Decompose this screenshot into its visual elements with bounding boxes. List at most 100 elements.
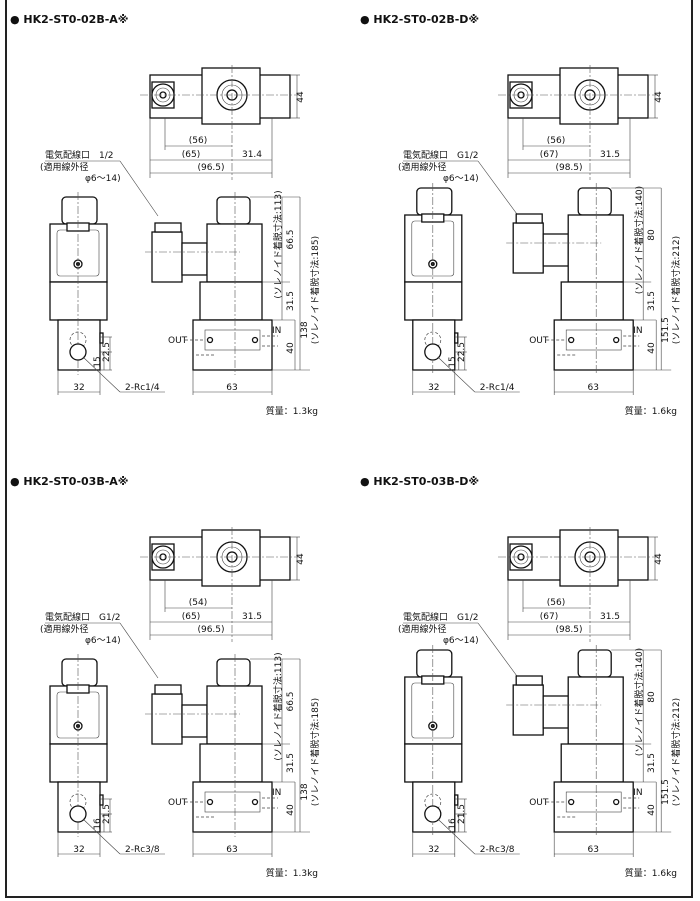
drawing-panel: ● HK2-ST0-03B-A※44(54)(65)31.5(96.5)電気配線… bbox=[10, 475, 321, 879]
dim-solenoid-height: 66.5 bbox=[286, 691, 296, 711]
dim-height: 44 bbox=[296, 91, 306, 103]
front-view: OUTIN638031.5151.540(ソレノイド着脱寸法:140)(ソレノイ… bbox=[506, 645, 682, 857]
mass-label: 質量：1.3kg bbox=[266, 867, 318, 879]
model-title: ● HK2-ST0-02B-D※ bbox=[360, 13, 479, 26]
dim-port-a: 16 bbox=[448, 818, 458, 830]
dim-body-height: 40 bbox=[286, 342, 296, 354]
dim-width-right: 63 bbox=[587, 383, 598, 393]
wiring-port-label: 電気配線口 G1/2 bbox=[45, 611, 120, 623]
port bbox=[69, 805, 87, 823]
dim-body-height: 40 bbox=[647, 804, 657, 816]
coil-cap bbox=[577, 187, 612, 216]
in-port-label: IN bbox=[272, 788, 281, 798]
dim-right: 31.5 bbox=[600, 612, 620, 622]
dim-tube-height: 31.5 bbox=[647, 291, 657, 311]
model-title: ● HK2-ST0-03B-A※ bbox=[10, 475, 129, 488]
drawing-panel: ● HK2-ST0-03B-D※44(56)(67)31.5(98.5)電気配線… bbox=[360, 475, 682, 879]
dim-total: (98.5) bbox=[555, 163, 582, 173]
coil-cap bbox=[61, 658, 98, 687]
dim-tube-height: 31.5 bbox=[286, 753, 296, 773]
dim-height: 44 bbox=[654, 91, 664, 103]
valve-body bbox=[192, 319, 273, 371]
leader-line bbox=[477, 160, 519, 217]
out-port bbox=[206, 798, 214, 806]
dim-56: (56) bbox=[547, 136, 565, 146]
dim-total: (96.5) bbox=[197, 163, 224, 173]
leader-line bbox=[119, 160, 159, 217]
out-port bbox=[568, 336, 575, 344]
front-view: OUTIN6366.531.513840(ソレノイド着脱寸法:113)(ソレノイ… bbox=[145, 652, 321, 857]
wire-od-label: (適用線外径 bbox=[398, 623, 447, 635]
top-view: 44(56)(67)31.5(98.5) bbox=[498, 65, 664, 180]
port-size-label: 2-Rc3/8 bbox=[480, 845, 515, 855]
dim-total-height: 151.5 bbox=[661, 779, 671, 805]
dim-tube-height: 31.5 bbox=[286, 291, 296, 311]
top-view: 44(56)(65)31.4(96.5) bbox=[140, 65, 306, 180]
model-title: ● HK2-ST0-02B-A※ bbox=[10, 13, 129, 26]
in-port bbox=[613, 798, 620, 806]
din-connector bbox=[151, 693, 183, 745]
coil bbox=[567, 214, 624, 283]
connector-stem bbox=[542, 695, 569, 729]
dim-port-b: 22.5 bbox=[102, 342, 112, 362]
wire-od-value: φ6～14) bbox=[85, 636, 121, 646]
port bbox=[69, 343, 87, 361]
plug bbox=[454, 794, 459, 806]
coil bbox=[567, 676, 624, 745]
dim-port-a: 15 bbox=[448, 356, 458, 367]
plug bbox=[454, 332, 459, 344]
dim-body-height: 40 bbox=[286, 804, 296, 816]
port-recess bbox=[204, 329, 261, 351]
tube-body bbox=[404, 743, 463, 783]
wire-od-value: φ6～14) bbox=[443, 636, 479, 646]
in-port-label: IN bbox=[633, 326, 642, 336]
dim-solenoid-height: 80 bbox=[647, 691, 657, 703]
out-port-label: OUT bbox=[529, 798, 549, 808]
wiring-port-label: 電気配線口 1/2 bbox=[45, 149, 114, 161]
cable-gland bbox=[154, 222, 182, 233]
tube bbox=[560, 743, 624, 783]
cable-gland bbox=[154, 684, 182, 695]
dim-width-left: 32 bbox=[428, 845, 439, 855]
front-view: OUTIN6366.531.513840(ソレノイド着脱寸法:113)(ソレノイ… bbox=[145, 190, 321, 395]
coil-cap bbox=[216, 196, 251, 225]
plug bbox=[99, 794, 104, 806]
cable-gland bbox=[515, 675, 543, 686]
dim-right: 31.5 bbox=[242, 612, 262, 622]
dim-solenoid-height: 80 bbox=[647, 229, 657, 241]
in-port-label: IN bbox=[633, 788, 642, 798]
port-recess bbox=[204, 791, 261, 813]
page-frame bbox=[5, 0, 693, 898]
coil bbox=[206, 223, 263, 283]
dim-width-left: 32 bbox=[73, 383, 84, 393]
port bbox=[424, 343, 442, 361]
out-port bbox=[568, 798, 575, 806]
wire-od-value: φ6～14) bbox=[443, 174, 479, 184]
dim-total-height: 138 bbox=[300, 321, 310, 338]
port-size-label: 2-Rc1/4 bbox=[125, 383, 160, 393]
dim-port-a: 15 bbox=[93, 356, 103, 367]
connector-stem bbox=[181, 704, 208, 738]
coil-cap bbox=[416, 187, 453, 216]
in-port-label: IN bbox=[272, 326, 281, 336]
plug bbox=[99, 332, 104, 344]
leader bbox=[82, 818, 121, 855]
dim-width-left: 32 bbox=[73, 845, 84, 855]
dim-56: (56) bbox=[547, 598, 565, 608]
top-view: 44(56)(67)31.5(98.5) bbox=[498, 527, 664, 642]
connector-stem bbox=[181, 242, 208, 276]
dim-65: (67) bbox=[540, 612, 558, 622]
in-port bbox=[251, 336, 259, 344]
solenoid-removal-total-dim: (ソレノイド着脱寸法:185) bbox=[309, 698, 321, 806]
front-view: OUTIN638031.5151.540(ソレノイド着脱寸法:140)(ソレノイ… bbox=[506, 183, 682, 395]
solenoid-removal-dim: (ソレノイド着脱寸法:140) bbox=[633, 186, 645, 294]
dim-width-right: 63 bbox=[226, 845, 237, 855]
dim-total-height: 151.5 bbox=[661, 317, 671, 343]
dim-56: (56) bbox=[189, 136, 207, 146]
coil bbox=[206, 685, 263, 745]
port-recess bbox=[565, 329, 622, 351]
valve-body bbox=[192, 781, 273, 833]
out-port-label: OUT bbox=[168, 336, 188, 346]
